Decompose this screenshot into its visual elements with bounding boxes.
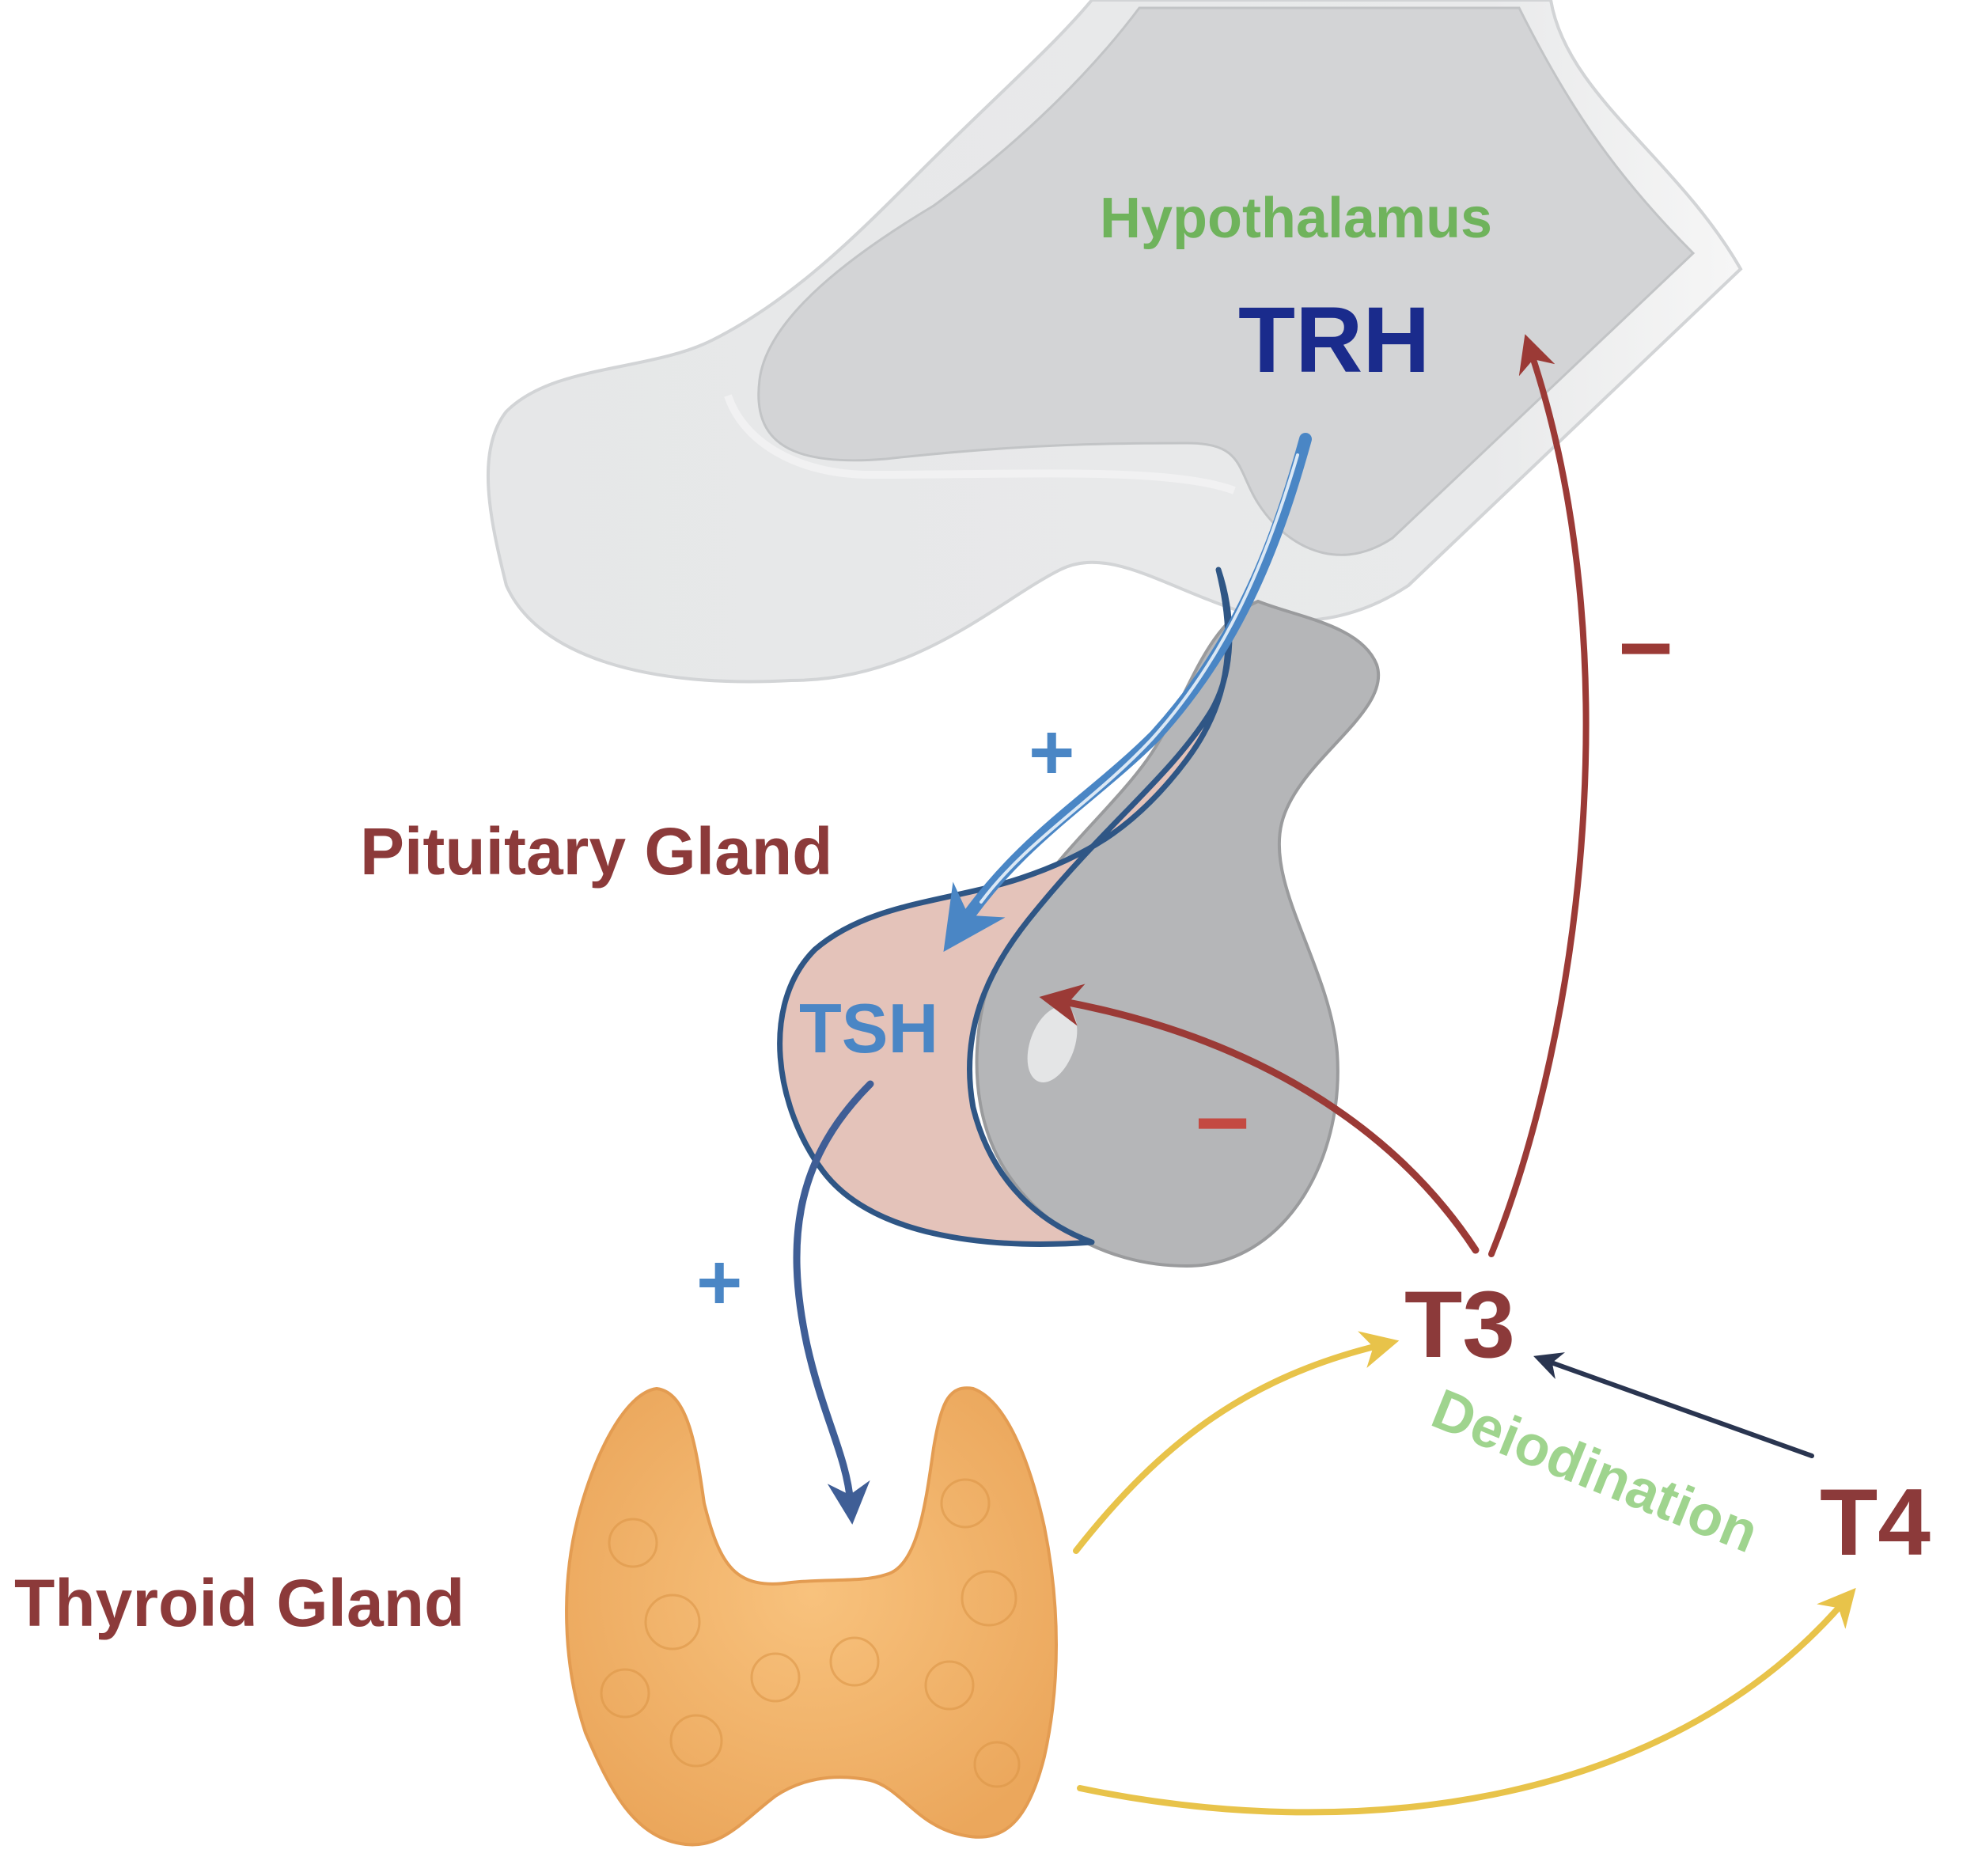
t3-feedback-pituitary-arrow xyxy=(1039,983,1480,1254)
thyroid-texture xyxy=(750,1652,801,1703)
deiodination-arrow xyxy=(1533,1352,1814,1458)
thyroid-texture xyxy=(644,1594,701,1651)
t3-label: T3 xyxy=(1404,1272,1515,1378)
thyroid-shape xyxy=(565,1386,1058,1847)
pituitary-posterior-lobe xyxy=(975,599,1381,1268)
thyroid-texture xyxy=(600,1668,650,1719)
brain-ridge xyxy=(724,394,1236,495)
thyroid-texture xyxy=(961,1570,1017,1627)
tsh-stimulation-sign: + xyxy=(696,1238,742,1327)
thyroid-texture xyxy=(973,1741,1021,1788)
trh-stimulation-sign: + xyxy=(1029,708,1074,797)
tsh-stimulation-arrow xyxy=(793,1080,874,1525)
thyroid-texture xyxy=(669,1714,723,1768)
pituitary-label: Pituitary Gland xyxy=(360,814,832,889)
thyroid-texture xyxy=(608,1518,658,1568)
thyroid-to-t3-arrow xyxy=(1073,1331,1400,1554)
thyroid-to-t4-arrow xyxy=(1077,1587,1856,1816)
hypothalamus-inhibition-sign: − xyxy=(1618,595,1673,701)
thyroid-texture xyxy=(829,1636,880,1687)
thyroid-label: Thyroid Gland xyxy=(14,1566,464,1640)
hypothalamus-label: Hypothalamus xyxy=(1100,187,1492,250)
t4-label: T4 xyxy=(1820,1469,1931,1575)
tsh-label: TSH xyxy=(799,989,938,1067)
thyroid-texture xyxy=(940,1478,991,1529)
thyroid-texture xyxy=(924,1660,975,1711)
pituitary-inhibition-sign: − xyxy=(1195,1070,1250,1176)
t3-feedback-hypothalamus-arrow xyxy=(1488,334,1590,1257)
deiodination-label: Deiodination xyxy=(1423,1378,1767,1565)
trh-label: TRH xyxy=(1238,288,1430,392)
thyroid-gland-illustration xyxy=(565,1386,1058,1847)
trh-arrow-inner-line xyxy=(980,453,1299,904)
